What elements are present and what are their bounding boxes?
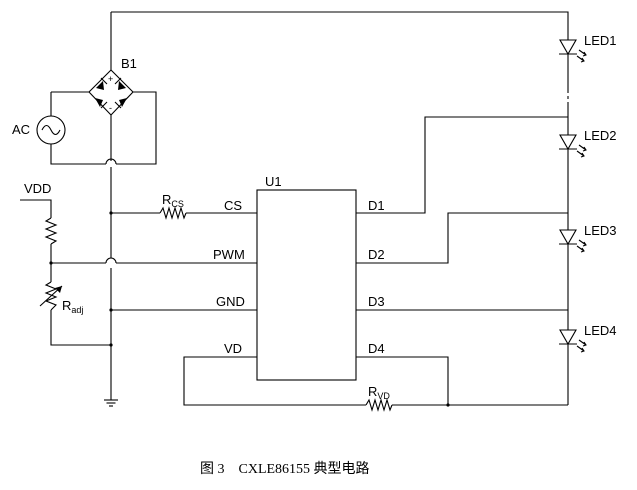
figure-caption: 图 3 CXLE86155 典型电路 [200, 461, 370, 477]
pin-d1-label: D1 [368, 198, 385, 213]
u1-label: U1 [265, 174, 282, 189]
led4-label: LED4 [584, 323, 617, 338]
ac-label: AC [12, 122, 30, 137]
pin-gnd-label: GND [216, 294, 245, 309]
pin-d4-label: D4 [368, 341, 385, 356]
ground-icon [104, 399, 118, 407]
bridge-plus-label: + [108, 74, 113, 84]
led3-label: LED3 [584, 223, 617, 238]
wires [20, 11, 569, 406]
junction-dots [49, 211, 450, 407]
led2-label: LED2 [584, 128, 617, 143]
pin-pwm-label: PWM [213, 247, 245, 262]
radj-resistor-icon [39, 281, 63, 311]
pin-d2-label: D2 [368, 247, 385, 262]
rvd-resistor-icon [365, 398, 393, 412]
led1-icon [559, 39, 587, 64]
led2-icon [559, 134, 587, 159]
pin-d3-label: D3 [368, 294, 385, 309]
led1-label: LED1 [584, 33, 617, 48]
ac-source-icon [36, 115, 66, 145]
rcs-label: RCS [162, 192, 184, 209]
led3-icon [559, 229, 587, 254]
led4-icon [559, 329, 587, 354]
u1-ic-body [256, 189, 357, 381]
rvd-label: RVD [368, 384, 390, 401]
radj-label: Radj [62, 298, 83, 315]
rvdd-resistor-icon [44, 217, 58, 245]
b1-label: B1 [121, 56, 137, 71]
pin-vd-label: VD [224, 341, 242, 356]
pin-cs-label: CS [224, 198, 242, 213]
bridge-minus-label: - [109, 103, 112, 113]
vdd-label: VDD [24, 181, 51, 196]
rcs-resistor-icon [159, 206, 187, 220]
bridge-rectifier-icon [88, 69, 134, 116]
